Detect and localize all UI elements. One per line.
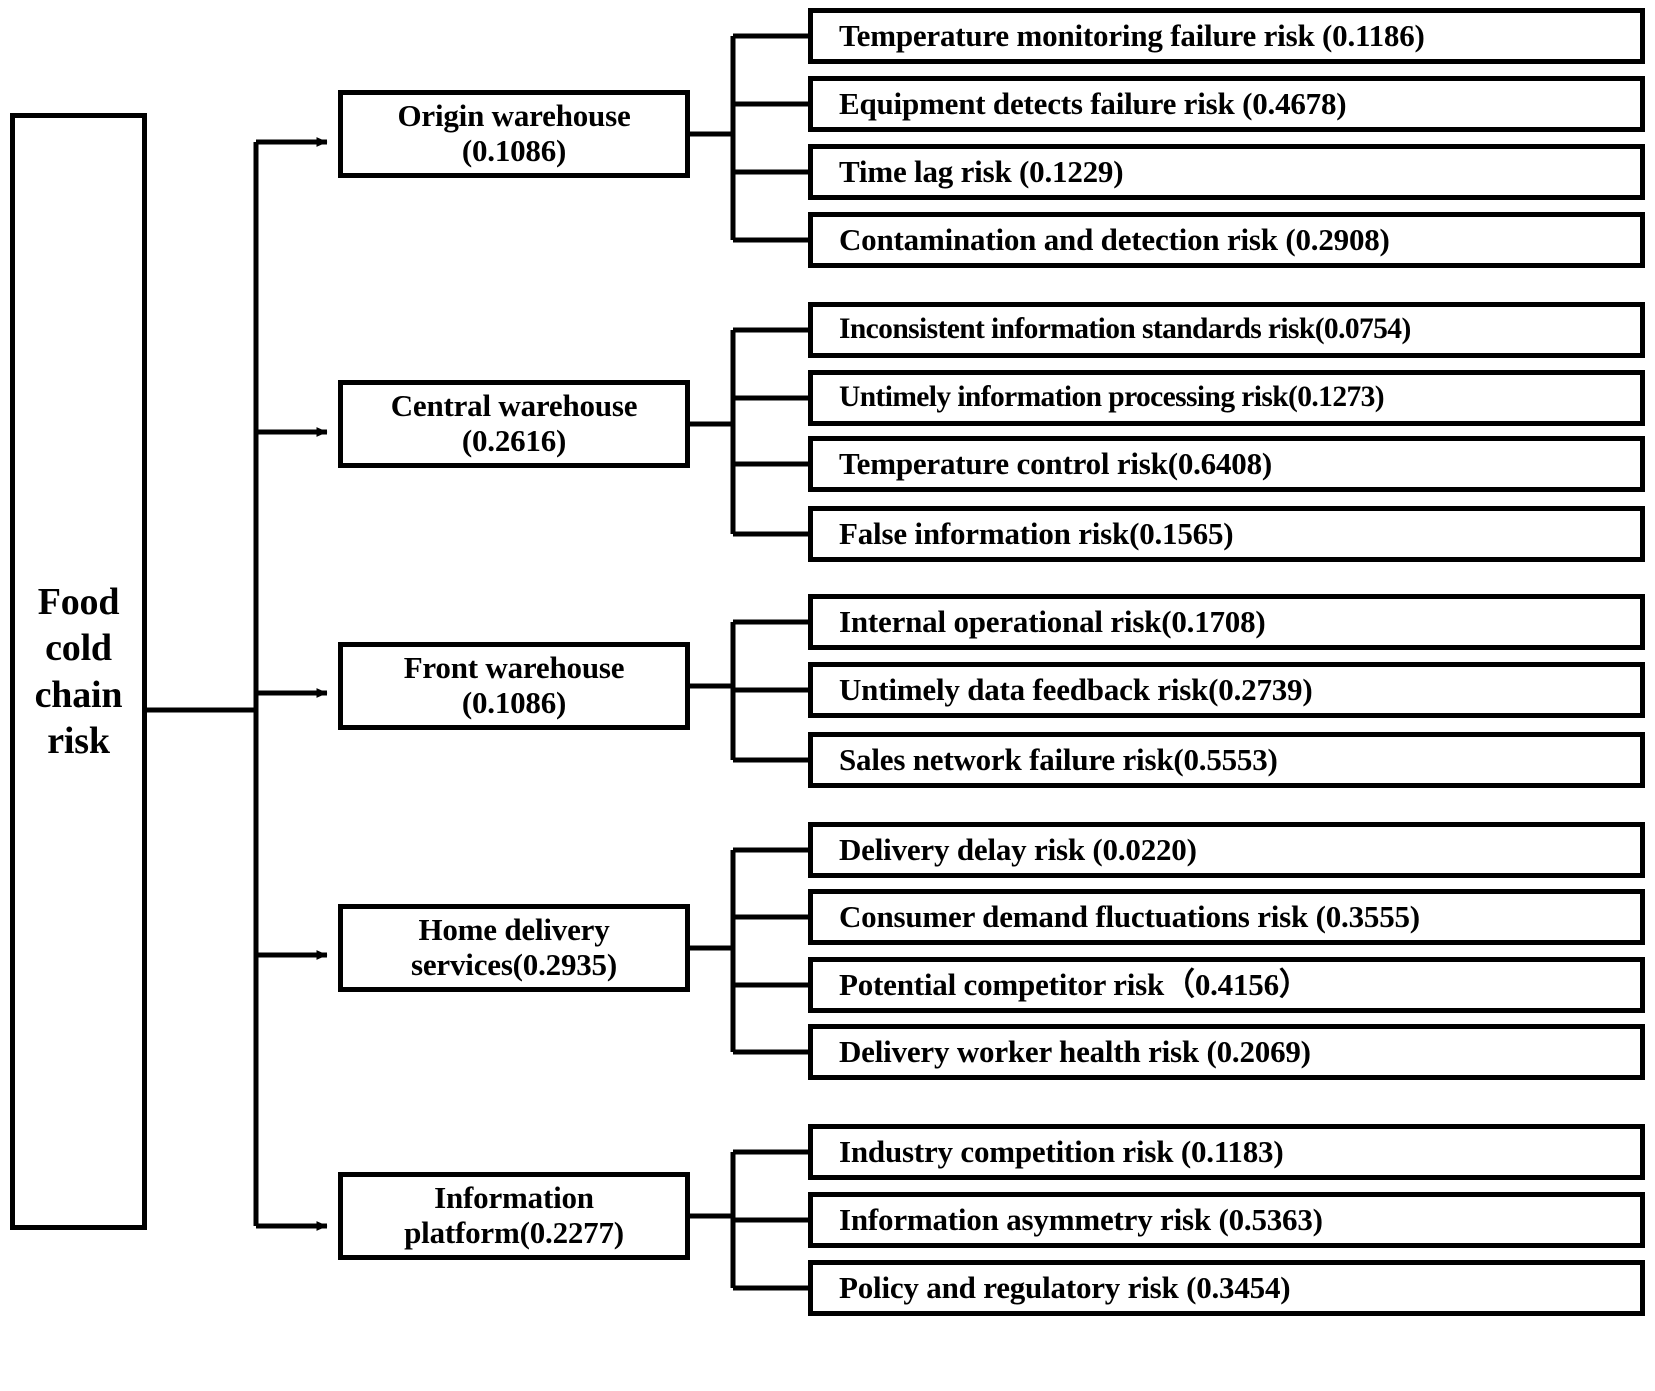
leaf-label: Time lag risk (0.1229)	[839, 153, 1124, 189]
leaf-time-lag-risk[interactable]: Time lag risk (0.1229)	[808, 144, 1645, 200]
leaf-consumer-demand-fluctuations-risk[interactable]: Consumer demand fluctuations risk (0.355…	[808, 889, 1645, 945]
leaf-internal-operational-risk[interactable]: Internal operational risk(0.1708)	[808, 594, 1645, 650]
leaf-label: Contamination and detection risk (0.2908…	[839, 221, 1390, 257]
leaf-label: Temperature monitoring failure risk (0.1…	[839, 17, 1425, 53]
node-food-cold-chain-risk[interactable]: Food cold chain risk	[10, 113, 147, 1230]
branch-bus-home-delivery	[690, 845, 840, 1057]
node-label: Front warehouse (0.1086)	[403, 650, 625, 720]
node-label: Information platform(0.2277)	[404, 1180, 624, 1250]
leaf-contamination-and-detection-risk[interactable]: Contamination and detection risk (0.2908…	[808, 212, 1645, 268]
leaf-label: Temperature control risk(0.6408)	[839, 445, 1273, 481]
node-origin-warehouse[interactable]: Origin warehouse (0.1086)	[338, 90, 690, 178]
leaf-untimely-information-processing-risk[interactable]: Untimely information processing risk(0.1…	[808, 370, 1645, 426]
leaf-temperature-monitoring-failure-risk[interactable]: Temperature monitoring failure risk (0.1…	[808, 8, 1645, 64]
leaf-label: Delivery delay risk (0.0220)	[839, 831, 1197, 867]
branch-bus-central-warehouse	[690, 325, 840, 539]
leaf-policy-and-regulatory-risk[interactable]: Policy and regulatory risk (0.3454)	[808, 1260, 1645, 1316]
trunk-to-branch-arrows	[256, 137, 328, 1231]
leaf-label: Delivery worker health risk (0.2069)	[839, 1033, 1311, 1069]
leaf-label: Internal operational risk(0.1708)	[839, 603, 1266, 639]
leaf-industry-competition-risk[interactable]: Industry competition risk (0.1183)	[808, 1124, 1645, 1180]
leaf-delivery-worker-health-risk[interactable]: Delivery worker health risk (0.2069)	[808, 1024, 1645, 1080]
branch-bus-origin-warehouse	[690, 31, 840, 245]
node-home-delivery-services[interactable]: Home delivery services(0.2935)	[338, 904, 690, 992]
node-label: Origin warehouse (0.1086)	[397, 98, 631, 168]
leaf-sales-network-failure-risk[interactable]: Sales network failure risk(0.5553)	[808, 732, 1645, 788]
node-information-platform[interactable]: Information platform(0.2277)	[338, 1172, 690, 1260]
leaf-label: Potential competitor risk（0.4156）	[839, 966, 1310, 1002]
node-label: Home delivery services(0.2935)	[411, 912, 617, 982]
leaf-false-information-risk[interactable]: False information risk(0.1565)	[808, 506, 1645, 562]
leaf-untimely-data-feedback-risk[interactable]: Untimely data feedback risk(0.2739)	[808, 662, 1645, 718]
leaf-information-asymmetry-risk[interactable]: Information asymmetry risk (0.5363)	[808, 1192, 1645, 1248]
leaf-label: Information asymmetry risk (0.5363)	[839, 1201, 1323, 1237]
node-front-warehouse[interactable]: Front warehouse (0.1086)	[338, 642, 690, 730]
leaf-potential-competitor-risk[interactable]: Potential competitor risk（0.4156）	[808, 957, 1645, 1013]
leaf-label: Untimely data feedback risk(0.2739)	[839, 671, 1313, 707]
node-central-warehouse[interactable]: Central warehouse (0.2616)	[338, 380, 690, 468]
node-label: Central warehouse (0.2616)	[390, 388, 638, 458]
leaf-label: Equipment detects failure risk (0.4678)	[839, 85, 1347, 121]
leaf-label: Inconsistent information standards risk(…	[839, 313, 1411, 346]
leaf-delivery-delay-risk[interactable]: Delivery delay risk (0.0220)	[808, 822, 1645, 878]
leaf-label: Policy and regulatory risk (0.3454)	[839, 1269, 1291, 1305]
root-trunk-connector	[147, 142, 259, 1226]
leaf-temperature-control-risk[interactable]: Temperature control risk(0.6408)	[808, 436, 1645, 492]
leaf-label: Consumer demand fluctuations risk (0.355…	[839, 898, 1420, 934]
node-label: Food cold chain risk	[34, 580, 123, 762]
leaf-label: Untimely information processing risk(0.1…	[839, 381, 1385, 414]
leaf-equipment-detects-failure-risk[interactable]: Equipment detects failure risk (0.4678)	[808, 76, 1645, 132]
leaf-label: False information risk(0.1565)	[839, 515, 1234, 551]
leaf-inconsistent-information-standards-risk[interactable]: Inconsistent information standards risk(…	[808, 302, 1645, 358]
leaf-label: Sales network failure risk(0.5553)	[839, 741, 1278, 777]
leaf-label: Industry competition risk (0.1183)	[839, 1133, 1284, 1169]
